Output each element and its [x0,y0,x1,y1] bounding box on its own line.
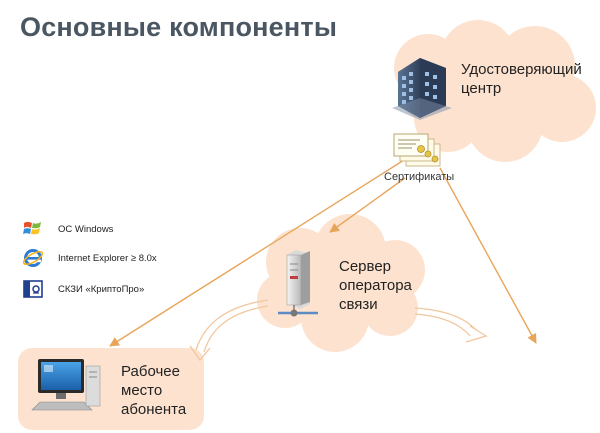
ca-label-line-1: Удостоверяющий [461,61,582,78]
arrow-operator-to-workstation [189,299,269,362]
arrow-ca-to-workstation [109,159,405,347]
connection-arrows [109,159,537,347]
requirement-ie: Internet Explorer ≥ 8.0x [22,247,157,269]
certificates-label: Сертификаты [384,171,455,183]
arrow-ca-to-operator [329,177,406,233]
requirement-cryptopro: СКЗИ «КриптоПро» [22,278,144,300]
operator-label-line-1: Сервер [339,258,392,275]
windows-logo-icon [23,221,41,235]
requirement-ie-label: Internet Explorer ≥ 8.0x [58,252,157,264]
ca-cloud [394,20,596,162]
workstation-label-line-2: место [121,382,163,399]
ca-label: Удостоверяющий центр [461,60,582,98]
workstation-label-line-3: абонента [121,401,187,418]
workstation-label: Рабочее место абонента [121,362,186,419]
operator-label-line-3: связи [339,296,378,313]
arrow-ca-to-right [439,167,537,344]
cryptopro-icon [23,280,43,298]
operator-label-line-2: оператора [339,277,412,294]
server-icon [278,250,318,317]
operator-label: Сервер оператора связи [339,257,412,314]
desktop-computer-icon [31,359,101,411]
certificate-icon [393,133,441,167]
arrow-operator-to-right [414,307,488,343]
requirement-cryptopro-label: СКЗИ «КриптоПро» [58,283,145,295]
page-title: Основные компоненты [20,12,338,42]
internet-explorer-icon [22,249,44,267]
workstation-label-line-1: Рабочее [121,363,180,380]
office-building-icon [392,58,452,120]
requirement-windows: ОС Windows [22,218,113,240]
requirement-windows-label: ОС Windows [58,223,114,235]
ca-label-line-2: центр [461,80,502,97]
